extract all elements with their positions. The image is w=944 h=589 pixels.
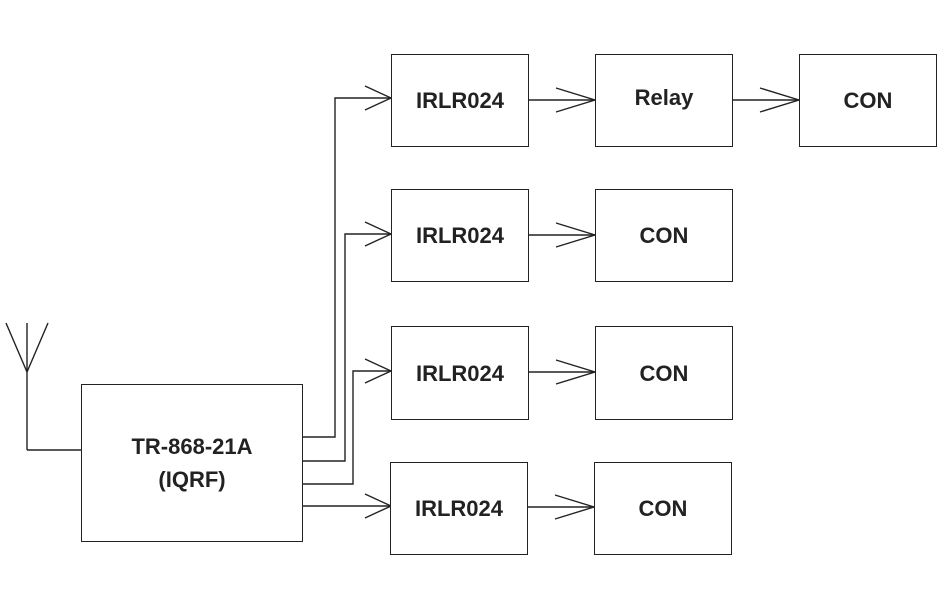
relay-label: Relay	[634, 85, 694, 110]
wire-tr-to-driver-3	[303, 370, 391, 485]
driver-block-3: IRLR024	[391, 326, 529, 420]
connector-block-1: CON	[799, 54, 937, 147]
connector-label: CON	[638, 496, 688, 521]
connector-label: CON	[843, 88, 893, 113]
driver-label: IRLR024	[415, 223, 505, 248]
transceiver-brand: (IQRF)	[158, 467, 226, 492]
driver-label: IRLR024	[414, 496, 504, 521]
driver-label: IRLR024	[415, 88, 505, 113]
driver-block-1: IRLR024	[391, 54, 529, 147]
wire-tr-to-driver-2	[303, 233, 391, 462]
driver-label: IRLR024	[415, 360, 505, 386]
connector-label: CON	[639, 360, 689, 386]
relay-block: Relay	[595, 54, 733, 147]
wire-tr-to-driver-1	[303, 97, 391, 438]
connector-block-3: CON	[595, 326, 733, 420]
connector-block-4: CON	[594, 462, 732, 555]
connector-label: CON	[639, 223, 689, 248]
transceiver-block: TR-868-21A (IQRF)	[81, 384, 303, 542]
connector-block-2: CON	[595, 189, 733, 282]
driver-block-2: IRLR024	[391, 189, 529, 282]
antenna-icon	[5, 322, 82, 451]
transceiver-model: TR-868-21A	[131, 434, 253, 459]
driver-block-4: IRLR024	[390, 462, 528, 555]
